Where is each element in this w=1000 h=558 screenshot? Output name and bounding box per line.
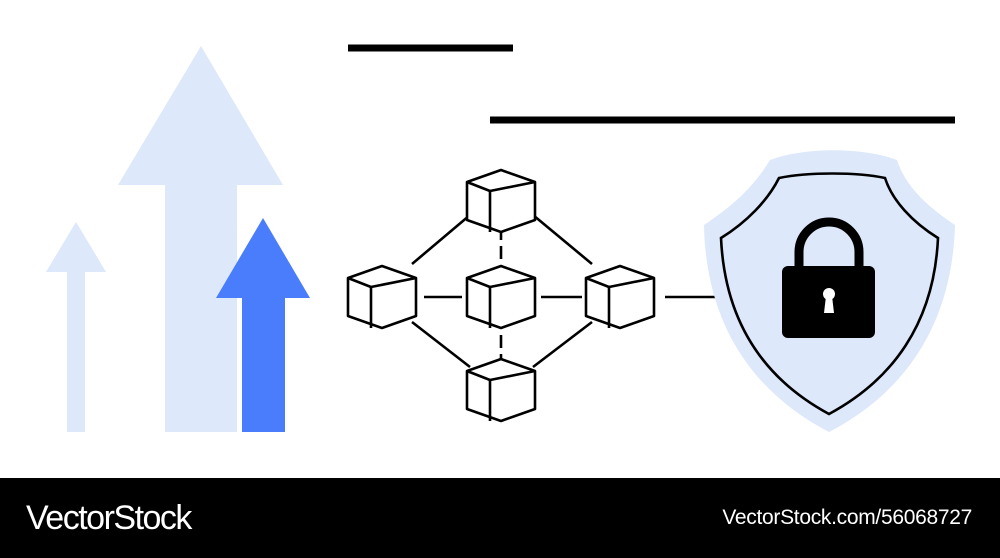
- brand-logo: VectorStock: [26, 498, 192, 537]
- padlock-icon: [782, 217, 875, 338]
- growth-arrow-icon: [46, 46, 310, 432]
- image-id-text: VectorStock.com/56068727: [722, 506, 972, 529]
- cube-right: [584, 264, 656, 330]
- blockchain-network-icon: [346, 168, 716, 423]
- illustration: [46, 44, 955, 432]
- cube-center: [465, 264, 537, 330]
- small-arrow: [46, 222, 106, 432]
- large-arrow: [118, 46, 283, 432]
- cube-left: [346, 264, 418, 330]
- cube-bottom: [465, 357, 537, 423]
- footer-bar: VectorStock VectorStock.com/56068727: [0, 478, 1000, 558]
- accent-arrow: [216, 218, 310, 432]
- cube-top: [465, 168, 537, 234]
